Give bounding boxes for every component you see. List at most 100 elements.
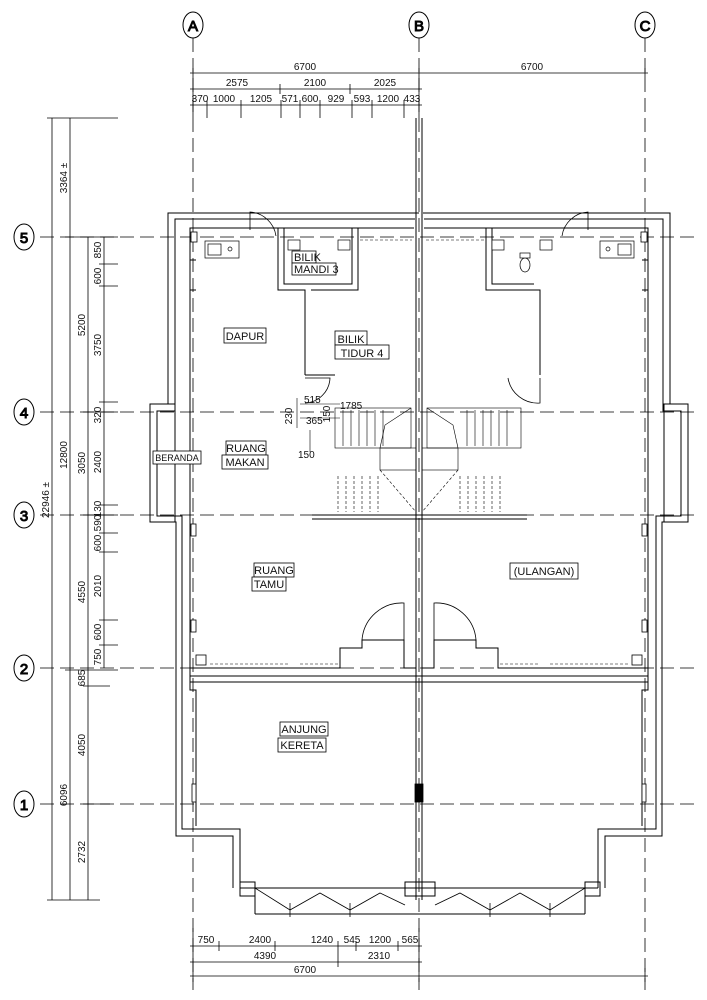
dim-inner-150b: 150	[298, 450, 315, 461]
dim-left-c3-3: 3750	[93, 333, 104, 356]
door-swing-kitchen-right	[561, 211, 589, 237]
label-ruang-makan-a: RUANG	[226, 443, 266, 455]
dim-left-c3-7: 590	[93, 514, 104, 531]
door-swing-bedroom-right	[507, 377, 541, 404]
dim-inner-365: 365	[306, 416, 323, 427]
dim-left-c3-4: 320	[93, 406, 104, 423]
dim-left-c3-8: 600	[93, 534, 104, 551]
room-labels	[152, 250, 579, 753]
dim-top-l2-1: 2575	[226, 78, 249, 89]
label-anjung-b: KERETA	[280, 740, 324, 752]
dim-left-c3-5: 2400	[93, 450, 104, 473]
label-anjung-a: ANJUNG	[281, 724, 326, 736]
dimension-labels-bottom: 750 2400 1240 545 1200 565 4390 2310 670…	[198, 935, 419, 976]
grid-bubble-3: 3	[13, 501, 35, 529]
grid-bubble-b: B	[408, 11, 430, 39]
grid-bubble-a: A	[182, 11, 204, 39]
outer-walls	[149, 118, 689, 915]
dim-top-l3-2: 1000	[213, 94, 236, 105]
dim-inner-1785: 1785	[340, 401, 363, 412]
grid-lines	[40, 38, 700, 990]
dim-left-overall: 22946 ±	[41, 481, 52, 518]
dim-top-overall-1: 6700	[294, 62, 317, 73]
dim-bot-l2-2: 2310	[368, 951, 391, 962]
grid-bubble-c: C	[634, 11, 656, 39]
label-bilik-tidur-a: BILIK	[338, 334, 366, 346]
fixtures	[204, 239, 635, 276]
door-main-entrance-left	[361, 602, 405, 641]
grid-label-5: 5	[20, 230, 28, 247]
dim-left-c3-11: 750	[93, 648, 104, 665]
dim-left-c2-4: 685	[77, 669, 88, 686]
grid-label-c: C	[640, 18, 651, 35]
room-label-texts: BILIK MANDI 3 DAPUR BILIK TIDUR 4 BERAND…	[155, 252, 574, 752]
dim-top-overall-2: 6700	[521, 62, 544, 73]
door-swing-kitchen	[249, 211, 277, 237]
toilet-right	[519, 257, 531, 273]
label-bilik-tidur-b: TIDUR 4	[341, 348, 384, 360]
grid-label-3: 3	[20, 508, 28, 525]
dim-left-c3-9: 2010	[93, 574, 104, 597]
dim-bot-l1-6: 565	[402, 935, 419, 946]
dim-inner-515: 515	[304, 395, 321, 406]
inner-dimensions	[296, 398, 340, 452]
dim-left-c2-3: 4550	[77, 580, 88, 603]
dim-left-c2-1: 5200	[77, 313, 88, 336]
dim-bot-l1-4: 545	[344, 935, 361, 946]
dim-top-l3-6: 929	[328, 94, 345, 105]
inner-dimension-labels: 515 230 1785 365 150 150	[284, 395, 363, 461]
interior-walls	[190, 228, 648, 669]
dim-inner-230: 230	[284, 407, 295, 424]
dim-left-c2-5: 4050	[77, 733, 88, 756]
label-bilik-mandi-b: MANDI 3	[294, 264, 339, 276]
doors	[249, 211, 589, 641]
grid-label-b: B	[414, 18, 424, 35]
dim-bot-l1-2: 2400	[249, 935, 272, 946]
label-dapur: DAPUR	[226, 331, 265, 343]
label-bilik-mandi-a: BILIK	[294, 252, 322, 264]
stair-lower-dashed	[337, 469, 501, 513]
dim-top-l2-2: 2100	[304, 78, 327, 89]
label-ruang-tamu-a: RUANG	[254, 565, 294, 577]
dim-left-c1-1: 3364 ±	[59, 162, 70, 193]
dimensions-top	[190, 68, 648, 118]
dim-top-l3-5: 600	[302, 94, 319, 105]
label-ulangan: (ULANGAN)	[514, 566, 575, 578]
label-beranda: BERANDA	[155, 453, 199, 463]
dimensions-left	[47, 117, 118, 901]
grid-bubble-2: 2	[13, 654, 35, 682]
dim-top-l2-3: 2025	[374, 78, 397, 89]
dim-left-c2-2: 3050	[77, 451, 88, 474]
grid-label-1: 1	[20, 797, 28, 814]
dim-left-c3-1: 850	[93, 241, 104, 258]
dim-left-c3-2: 600	[93, 267, 104, 284]
dim-inner-150a: 150	[322, 405, 333, 422]
dim-left-c2-6: 2732	[77, 840, 88, 863]
grid-label-4: 4	[20, 405, 28, 422]
basin-left	[287, 239, 301, 251]
door-main-entrance-right	[433, 602, 477, 641]
label-ruang-makan-b: MAKAN	[225, 457, 264, 469]
dim-bot-overall: 6700	[294, 965, 317, 976]
grid-label-2: 2	[20, 661, 28, 678]
dim-top-l3-4: 571	[282, 94, 299, 105]
dim-left-c1-3: 6096	[59, 783, 70, 806]
dim-top-l3-1: 370	[192, 94, 209, 105]
dim-bot-l1-5: 1200	[369, 935, 392, 946]
column-posts	[190, 231, 648, 803]
grid-bubble-5: 5	[13, 223, 35, 251]
dim-bot-l2-1: 4390	[254, 951, 277, 962]
dimension-labels-top: 6700 6700 2575 2100 2025 370 1000 1205 5…	[192, 62, 544, 105]
door-swing-bedroom	[304, 377, 331, 404]
grid-bubble-4: 4	[13, 398, 35, 426]
dim-top-l3-7: 593	[354, 94, 371, 105]
dimensions-bottom	[190, 928, 648, 982]
label-ruang-tamu-b: TAMU	[254, 579, 284, 591]
dim-left-c1-2: 12800	[59, 441, 70, 469]
staircase	[334, 407, 522, 471]
dim-top-l3-9: 433	[404, 94, 421, 105]
dim-bot-l1-1: 750	[198, 935, 215, 946]
grid-label-a: A	[188, 18, 198, 35]
dim-left-c3-10: 600	[93, 623, 104, 640]
top-windows	[210, 239, 630, 665]
